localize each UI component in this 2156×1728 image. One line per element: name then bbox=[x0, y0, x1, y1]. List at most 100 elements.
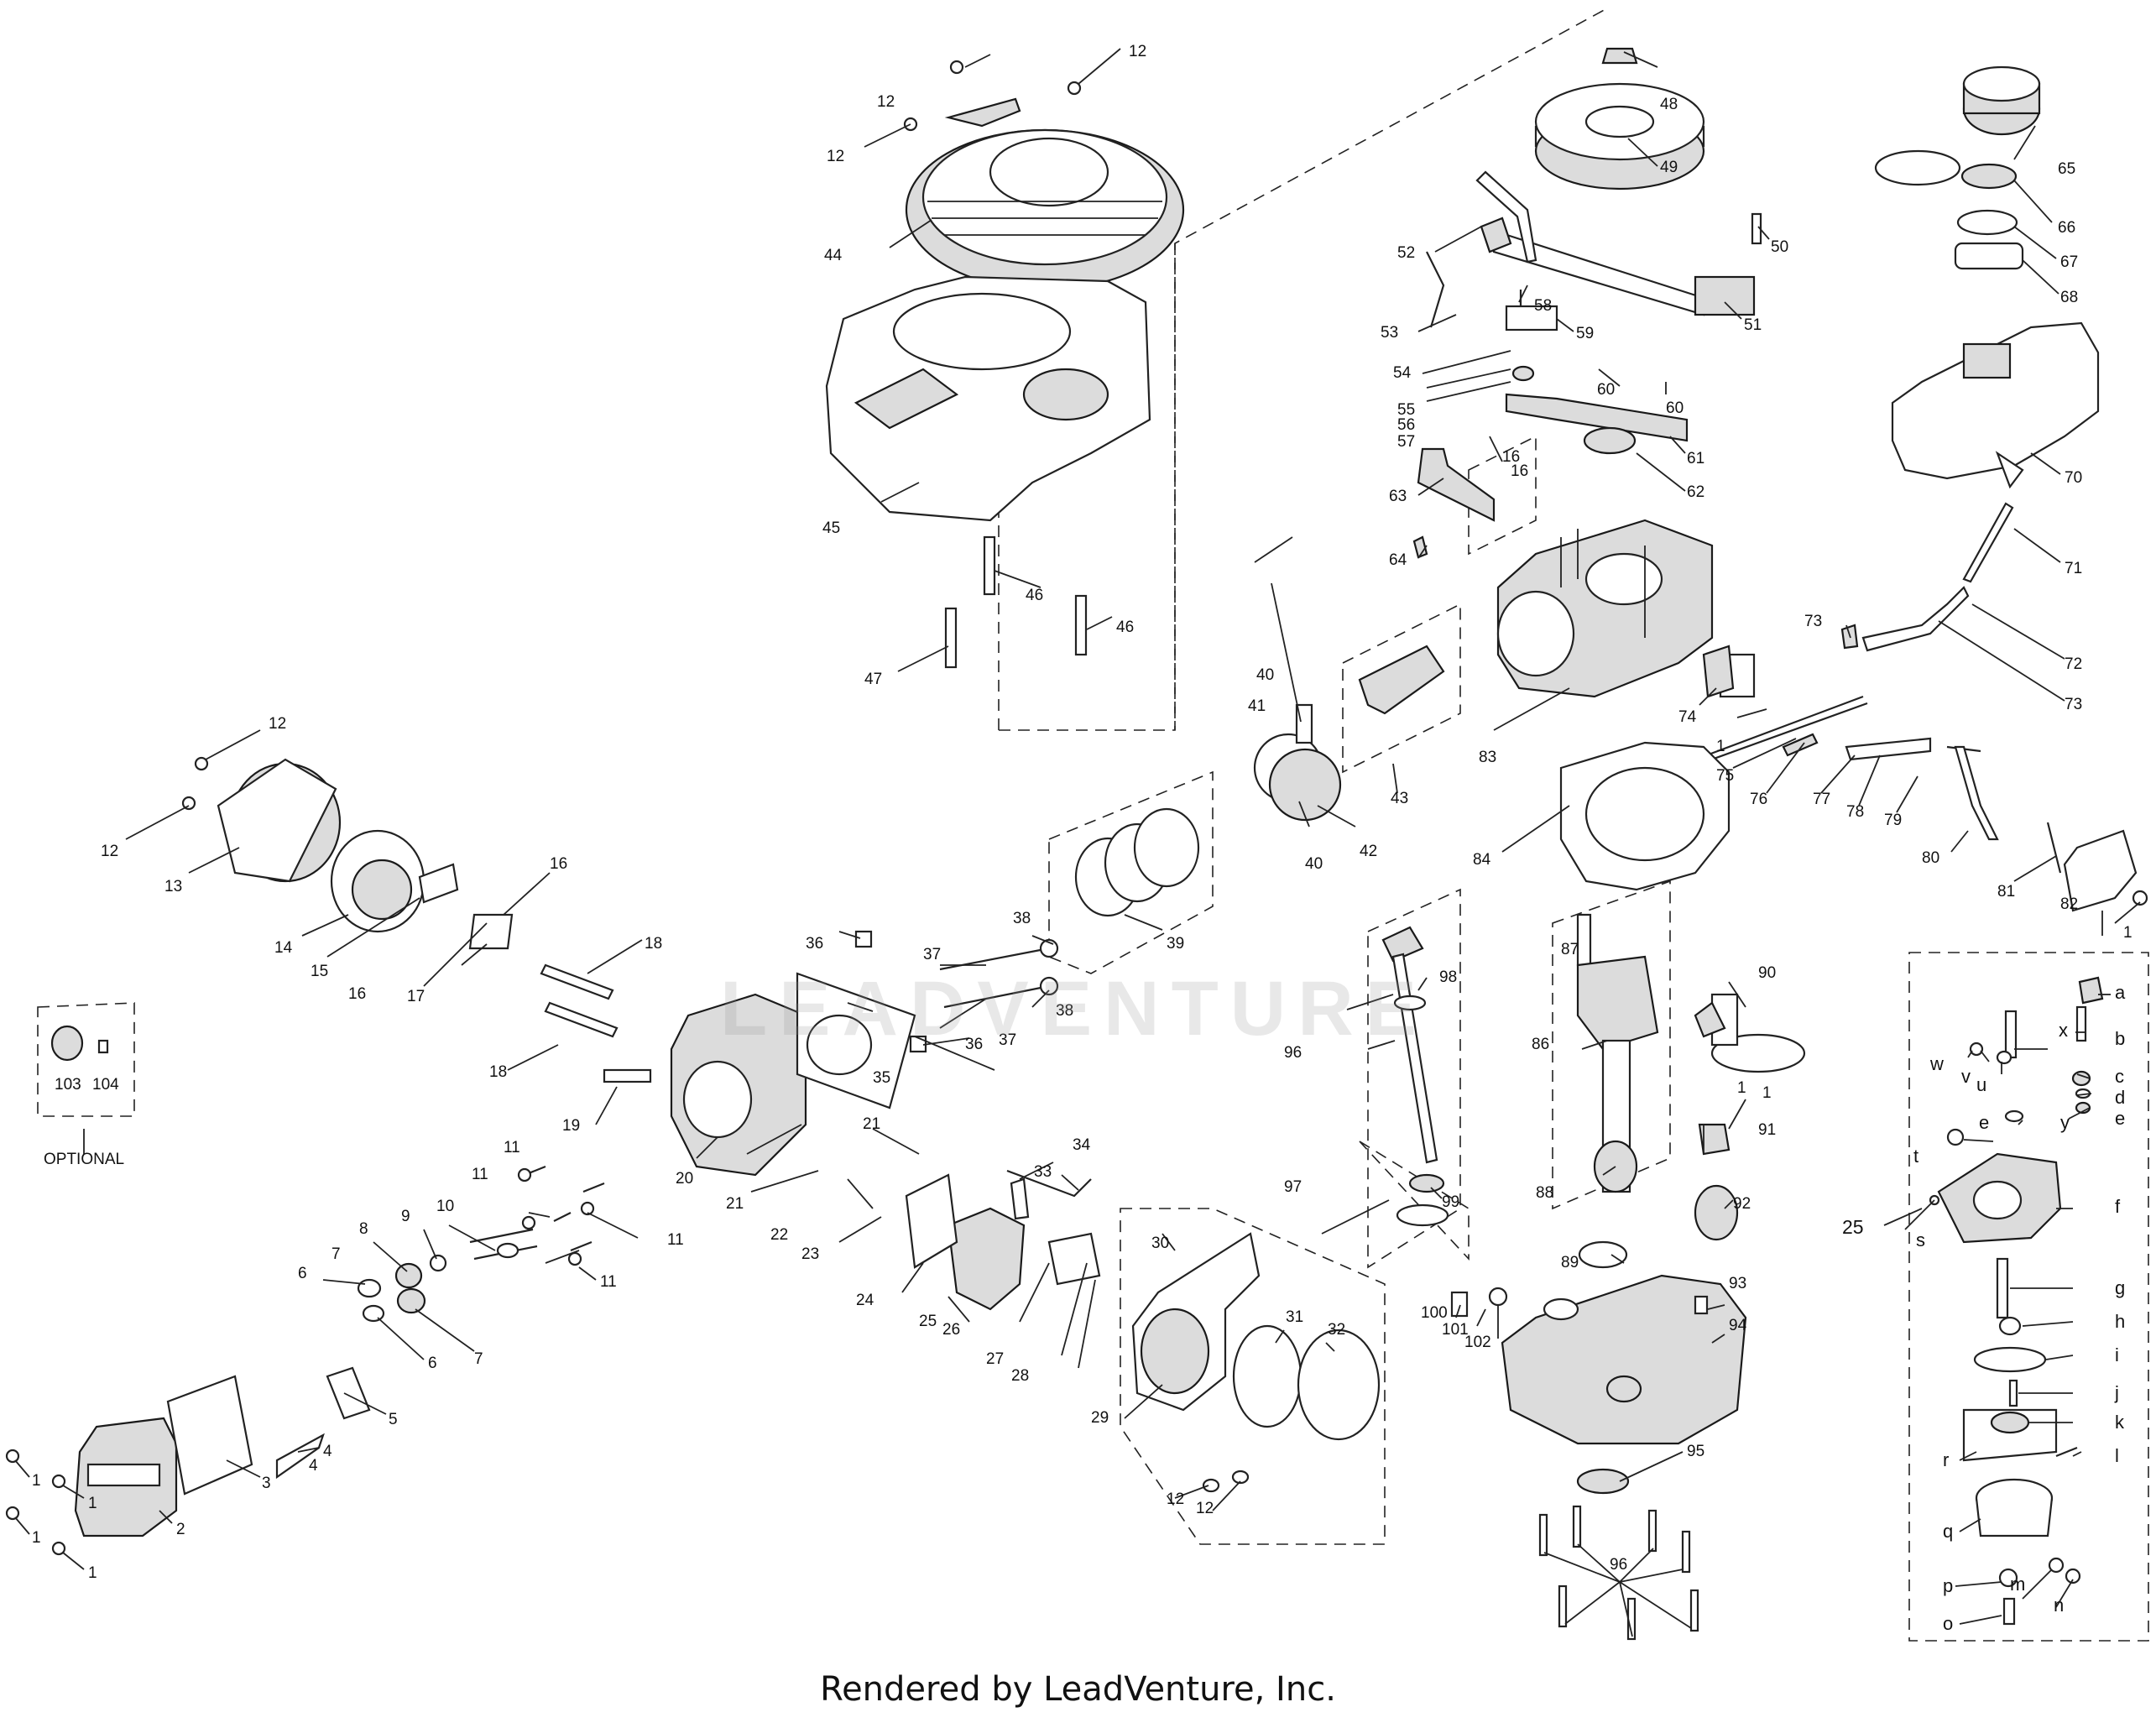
label-22: 22 bbox=[770, 1226, 788, 1244]
label-55: 55 bbox=[1397, 401, 1415, 419]
label-65: 65 bbox=[2058, 160, 2075, 178]
label-x: x bbox=[2059, 1020, 2068, 1041]
label-50: 50 bbox=[1771, 238, 1788, 256]
part-labels: 12 12 12 44 45 46 46 47 48 49 50 52 51 5… bbox=[32, 43, 2133, 1634]
label-8: 8 bbox=[359, 1220, 368, 1238]
label-1: 1 bbox=[2123, 924, 2133, 942]
label-40: 40 bbox=[1256, 666, 1274, 684]
label-4: 4 bbox=[309, 1457, 318, 1475]
label-13: 13 bbox=[164, 878, 182, 895]
label-11: 11 bbox=[504, 1139, 520, 1156]
label-28: 28 bbox=[1011, 1367, 1029, 1385]
label-17: 17 bbox=[407, 988, 425, 1005]
label-12: 12 bbox=[1129, 43, 1146, 60]
label-38: 38 bbox=[1056, 1002, 1073, 1020]
label-49: 49 bbox=[1660, 159, 1678, 176]
watermark: LEADVENTURE bbox=[719, 966, 1429, 1052]
label-p: p bbox=[1943, 1575, 1953, 1596]
label-7: 7 bbox=[331, 1245, 341, 1263]
label-12: 12 bbox=[101, 843, 118, 860]
label-d: d bbox=[2115, 1087, 2125, 1108]
cylinder-head bbox=[603, 972, 916, 1177]
governor-linkage bbox=[1694, 645, 2148, 912]
label-43: 43 bbox=[1391, 790, 1408, 807]
label-n: n bbox=[2054, 1595, 2064, 1616]
label-v: v bbox=[1961, 1066, 1971, 1087]
crankcase-gasket bbox=[1559, 741, 1731, 891]
label-5: 5 bbox=[389, 1411, 398, 1428]
sump-bolts bbox=[1538, 1505, 1699, 1641]
sump-bolts-outline bbox=[1359, 1141, 1470, 1261]
label-e: e bbox=[2115, 1108, 2125, 1129]
label-84: 84 bbox=[1473, 851, 1491, 869]
label-m: m bbox=[2010, 1574, 2025, 1595]
label-60: 60 bbox=[1666, 399, 1684, 417]
label-46: 46 bbox=[1116, 619, 1134, 636]
label-12: 12 bbox=[1167, 1490, 1184, 1508]
label-78: 78 bbox=[1846, 803, 1864, 821]
label-k: k bbox=[2115, 1412, 2125, 1433]
label-g: g bbox=[2115, 1277, 2125, 1298]
label-72: 72 bbox=[2065, 655, 2082, 673]
air-filter bbox=[1131, 1232, 1381, 1493]
flywheel bbox=[1534, 47, 1705, 191]
label-18: 18 bbox=[645, 935, 662, 953]
fuel-tank bbox=[1874, 65, 2100, 583]
label-27: 27 bbox=[986, 1350, 1004, 1368]
label-3: 3 bbox=[262, 1475, 271, 1492]
label-88: 88 bbox=[1536, 1184, 1553, 1202]
label-92: 92 bbox=[1733, 1195, 1751, 1213]
label-1: 1 bbox=[1716, 738, 1725, 755]
label-t: t bbox=[1913, 1146, 1918, 1167]
oil-sump bbox=[1450, 1274, 1747, 1495]
piston-rod-rings bbox=[1074, 645, 1445, 917]
label-18: 18 bbox=[489, 1063, 507, 1081]
label-1: 1 bbox=[88, 1564, 97, 1582]
optional-screen bbox=[50, 1025, 109, 1062]
label-16: 16 bbox=[348, 985, 366, 1003]
label-1: 1 bbox=[32, 1529, 41, 1547]
crankshaft-outline bbox=[1552, 880, 1671, 1210]
recoil-starter bbox=[905, 97, 1185, 291]
label-104: 104 bbox=[92, 1076, 119, 1094]
label-19: 19 bbox=[562, 1117, 580, 1135]
label-35: 35 bbox=[873, 1069, 890, 1087]
label-11: 11 bbox=[472, 1166, 488, 1183]
carburetor-kit-parts bbox=[1929, 976, 2104, 1626]
label-16: 16 bbox=[1502, 448, 1520, 466]
studs bbox=[944, 535, 1088, 669]
label-44: 44 bbox=[824, 247, 843, 264]
label-32: 32 bbox=[1328, 1321, 1345, 1339]
label-s: s bbox=[1916, 1229, 1925, 1250]
label-67: 67 bbox=[2060, 253, 2078, 271]
label-2: 2 bbox=[176, 1521, 185, 1538]
label-58: 58 bbox=[1534, 297, 1552, 315]
label-11: 11 bbox=[667, 1231, 684, 1249]
label-37: 37 bbox=[923, 946, 941, 963]
label-45: 45 bbox=[822, 519, 840, 537]
label-4: 4 bbox=[323, 1443, 332, 1460]
label-47: 47 bbox=[864, 671, 882, 688]
label-1: 1 bbox=[1737, 1079, 1746, 1097]
label-101: 101 bbox=[1442, 1321, 1469, 1339]
label-1: 1 bbox=[32, 1472, 41, 1490]
label-a: a bbox=[2115, 982, 2126, 1003]
camshaft bbox=[1578, 993, 1806, 1269]
label-f: f bbox=[2115, 1196, 2121, 1217]
label-73: 73 bbox=[2065, 696, 2082, 713]
label-52: 52 bbox=[1397, 244, 1415, 262]
label-1: 1 bbox=[88, 1495, 97, 1512]
fuel-line bbox=[1840, 586, 1970, 652]
label-l: l bbox=[2115, 1445, 2119, 1466]
label-33: 33 bbox=[1034, 1163, 1052, 1181]
label-96: 96 bbox=[1284, 1044, 1302, 1062]
label-21: 21 bbox=[726, 1195, 744, 1213]
label-16: 16 bbox=[550, 855, 567, 873]
label-76: 76 bbox=[1750, 791, 1767, 808]
leader-lines bbox=[14, 48, 2141, 1637]
dipstick bbox=[1381, 926, 1449, 1227]
label-60: 60 bbox=[1597, 381, 1615, 399]
label-61: 61 bbox=[1687, 450, 1704, 467]
label-94: 94 bbox=[1729, 1317, 1747, 1334]
